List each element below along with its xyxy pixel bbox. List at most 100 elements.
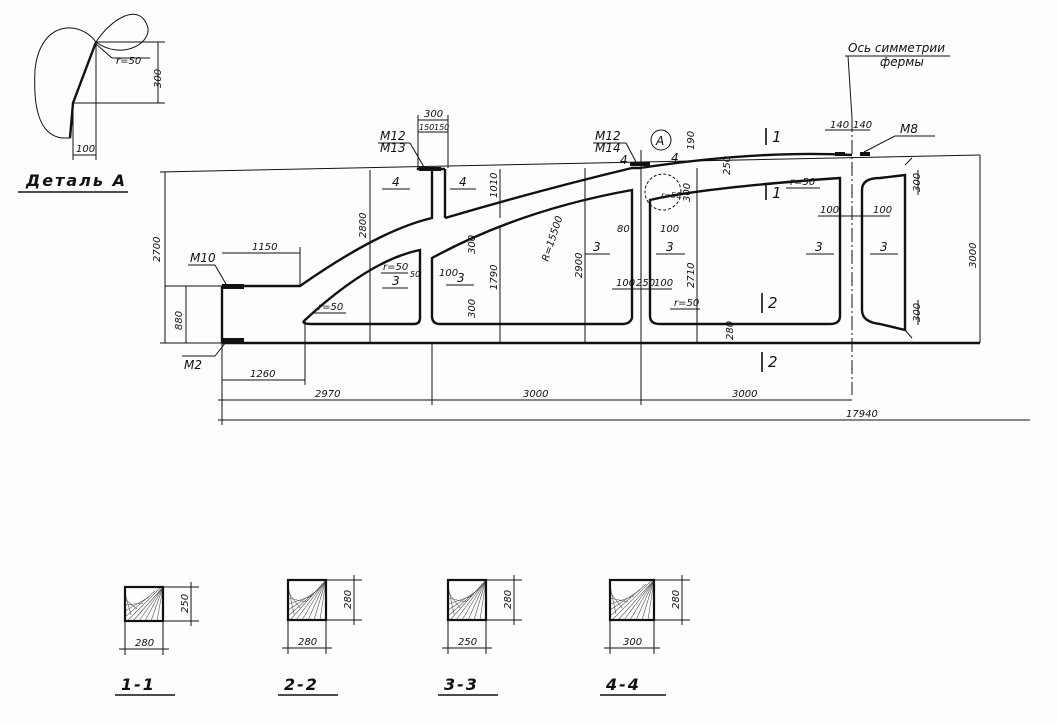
section-cuts: 1 1 2 2 [761, 128, 782, 372]
element-4b: 4 [459, 175, 467, 189]
section-hatch [287, 595, 313, 605]
embed-m8-left [835, 152, 845, 156]
cut1-bottom-label: 1 [772, 184, 782, 202]
section-hatch [287, 583, 325, 617]
section-hatch [473, 579, 487, 621]
section-hatch [447, 595, 473, 605]
dim-3000-b: 3000 [732, 389, 757, 400]
section-width-label: 280 [135, 638, 154, 649]
top-chord-upper [444, 152, 853, 220]
dim-300-i1: 300 [467, 235, 478, 254]
section-outline [446, 578, 488, 622]
mark-m12-right: М12 [595, 129, 621, 143]
section-hatch [289, 579, 327, 621]
cut1-top-label: 1 [772, 128, 782, 146]
section-title: 4-4 [605, 675, 641, 694]
embed-m10 [222, 284, 244, 289]
dim-17940: 17940 [846, 409, 878, 420]
element-3d: 3 [666, 240, 674, 254]
detail-a: r=50 300 100 Деталь А [18, 13, 165, 193]
dim-2700: 2700 [152, 237, 163, 262]
dim-100-r2: 100 [873, 205, 892, 216]
cut2-top-label: 2 [768, 294, 778, 312]
dim-300-r2: 300 [912, 303, 923, 322]
section-hatch [609, 595, 635, 605]
dim-50: 50 [410, 270, 420, 279]
section-height-label: 250 [180, 594, 191, 613]
mark-m2-leader [214, 341, 227, 357]
section-hatch [295, 579, 327, 621]
dim-250: 250 [722, 156, 733, 175]
element-3a: 3 [392, 274, 400, 288]
symmetry-axis-line2: фермы [880, 55, 924, 69]
section-hatch [124, 602, 144, 606]
radius-r50-c: r=50 [661, 191, 681, 200]
break-marks [904, 157, 913, 339]
section-outline [608, 578, 656, 622]
dim-150-b: 150 [434, 123, 449, 132]
section-hatch [144, 586, 164, 622]
detail-a-title: Деталь А [25, 171, 127, 190]
section-hatch [124, 598, 138, 610]
section-hatch [138, 586, 164, 622]
dim-300-i2: 300 [467, 299, 478, 318]
element-4a: 4 [392, 175, 400, 189]
section-hatch [609, 589, 641, 611]
element-4d: 4 [671, 151, 679, 165]
radius-r50-b: r=50 [318, 302, 343, 313]
mark-m10-leader [214, 264, 227, 285]
detail-a-radius: r=50 [116, 56, 141, 67]
top-chord-left [222, 167, 434, 288]
detail-a-contour [68, 41, 98, 139]
section-hatch [629, 579, 655, 621]
radius-r50-d: r=50 [674, 298, 699, 309]
section-outline [286, 578, 328, 622]
section-hatch [287, 589, 319, 611]
dim-1150: 1150 [252, 242, 277, 253]
symmetry-axis-leader [847, 55, 853, 119]
dim-300-i3: 300 [682, 183, 693, 202]
section-hatch [307, 579, 327, 621]
dim-3000-a: 3000 [523, 389, 548, 400]
mark-m12-leader [409, 142, 425, 168]
dim-100-a: 100 [660, 224, 679, 235]
node-a-ring [644, 173, 682, 211]
section-width-label: 300 [623, 637, 642, 648]
section-hatch [461, 579, 487, 621]
dim-140-a: 140 [830, 120, 849, 131]
section-hatch [455, 579, 487, 621]
dim-250b: 250 [636, 278, 655, 289]
dim-190: 190 [686, 131, 697, 150]
embed-m14 [630, 162, 650, 166]
section-hatch [641, 579, 655, 621]
mark-m14: М14 [595, 141, 621, 155]
section-width-label: 250 [458, 637, 477, 648]
opening-right [648, 176, 842, 326]
dim-1010: 1010 [489, 173, 500, 198]
dim-2900: 2900 [574, 253, 585, 278]
dim-100-b: 100 [616, 278, 635, 289]
top-chord-ref-line [159, 154, 981, 173]
mark-m2: М2 [184, 358, 202, 372]
node-a-label: А [655, 134, 664, 148]
dim-100-c: 100 [654, 278, 673, 289]
dim-2970: 2970 [315, 389, 340, 400]
section-hatch [635, 579, 655, 621]
section-height-label: 280 [503, 590, 514, 609]
mark-m12-left: М12 [380, 129, 406, 143]
embed-m13 [419, 167, 441, 171]
section-hatch [287, 591, 301, 609]
dim-280: 280 [725, 321, 736, 340]
embed-m2 [222, 338, 244, 343]
mark-m10: М10 [190, 251, 216, 265]
symmetry-axis: Ось симметрии фермы [845, 41, 950, 395]
section-hatch [447, 589, 479, 611]
section-hatch [447, 597, 467, 603]
mark-m8: М8 [900, 122, 918, 136]
section-title: 2-2 [284, 675, 319, 694]
node-a-marker [650, 129, 672, 151]
